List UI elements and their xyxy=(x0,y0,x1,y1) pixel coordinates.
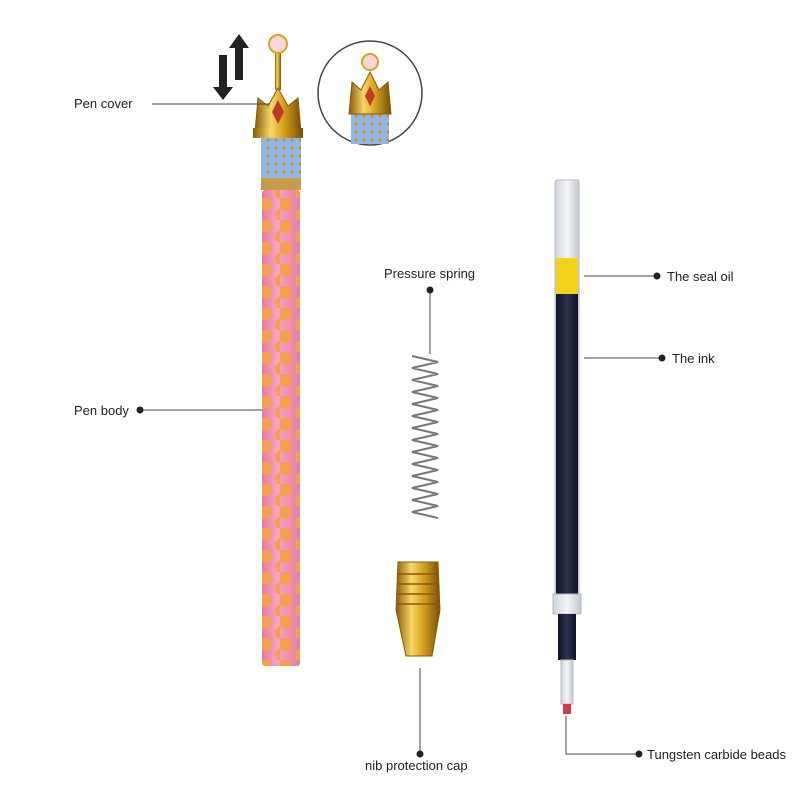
beads-label: Tungsten carbide beads xyxy=(647,747,787,762)
beads-leader xyxy=(565,716,637,755)
pen-cover-illustration xyxy=(253,34,303,138)
refill-illustration xyxy=(552,179,582,714)
beads-dot xyxy=(635,750,643,758)
seal-oil-label: The seal oil xyxy=(667,269,734,284)
pen-cover-label: Pen cover xyxy=(74,96,133,111)
leader-lines xyxy=(142,103,660,755)
leader-dots xyxy=(136,272,666,758)
seal-oil-dot xyxy=(653,272,661,280)
pressure-spring-illustration xyxy=(411,355,439,519)
pen-body-label: Pen body xyxy=(74,403,129,418)
ink-dot xyxy=(658,354,666,362)
pen-body-illustration xyxy=(261,138,301,666)
up-down-arrows-icon xyxy=(213,34,249,100)
pressure-spring-dot xyxy=(426,286,434,294)
nib-cap-label: nib protection cap xyxy=(365,758,468,773)
nib-cap-illustration xyxy=(395,561,441,657)
ink-label: The ink xyxy=(672,351,715,366)
nib-cap-dot xyxy=(416,750,424,758)
pen-body-dot xyxy=(136,406,144,414)
crown-closeup-inset xyxy=(317,40,423,146)
pressure-spring-label: Pressure spring xyxy=(384,266,476,281)
